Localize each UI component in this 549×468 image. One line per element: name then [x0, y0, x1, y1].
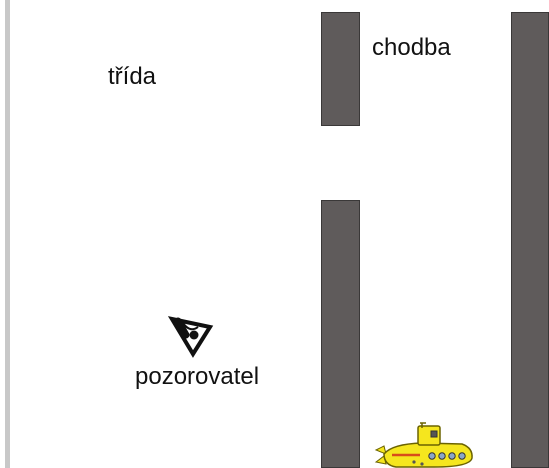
wall-lower-segment	[321, 200, 360, 468]
wall-right	[511, 12, 549, 468]
eye-icon	[168, 316, 214, 358]
left-boundary-line	[5, 0, 10, 468]
submarine-icon	[374, 422, 473, 468]
room-label: třída	[108, 63, 157, 90]
wall-upper-segment	[321, 12, 360, 126]
corridor-label: chodba	[372, 34, 451, 61]
observer-label: pozorovatel	[135, 363, 260, 390]
